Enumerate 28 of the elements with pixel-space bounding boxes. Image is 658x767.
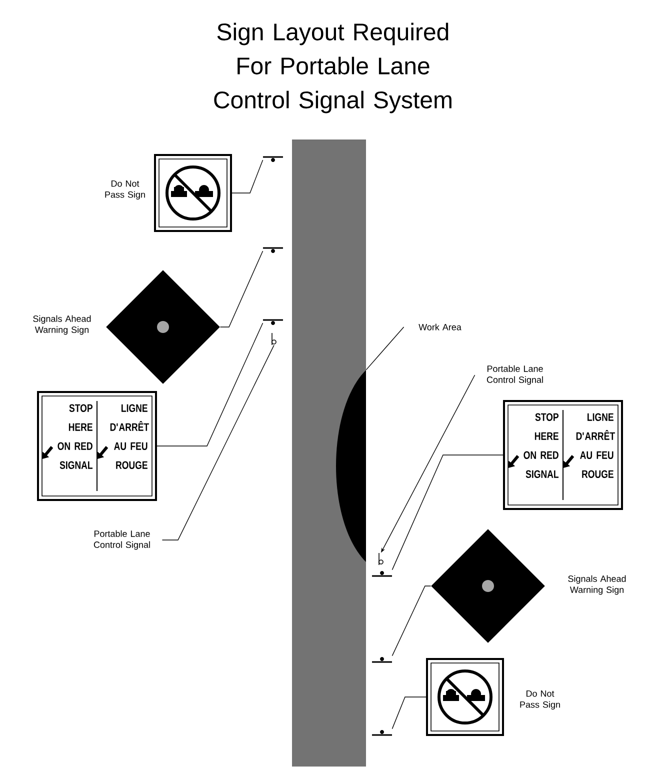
sign-post — [372, 657, 392, 663]
sign-post — [372, 571, 392, 577]
leader-line — [232, 160, 264, 194]
sign-label: Do Not Pass Sign — [520, 690, 560, 710]
sign-label: Signals Ahead Warning Sign — [33, 315, 91, 335]
leader-line — [162, 344, 274, 540]
callout-label: Work Area — [418, 324, 462, 330]
leader-line — [392, 454, 504, 570]
stop-line-sign: STOP HERE ON RED SIGNAL LIGNE D'ARRÊT AU FEU ROUGE — [37, 391, 157, 501]
sign-post — [263, 247, 283, 253]
signal-device — [378, 552, 384, 566]
sign-label: Signals Ahead Warning Sign — [568, 575, 626, 595]
callout-label: Portable Lane Control Signal — [94, 530, 150, 550]
leader-line — [392, 586, 432, 656]
work-area — [336, 370, 366, 562]
leader-line — [392, 696, 426, 730]
stop-line-sign: STOP HERE ON RED SIGNAL LIGNE D'ARRÊT AU FEU ROUGE — [503, 400, 623, 510]
sign-label: Do Not Pass Sign — [105, 180, 145, 200]
sign-post — [263, 156, 283, 162]
sign-post — [372, 730, 392, 736]
road — [292, 140, 366, 766]
sign-post — [263, 319, 283, 325]
signal-device — [272, 332, 276, 346]
title: Sign Layout Required For Portable Lane Control Signal System — [214, 22, 452, 114]
leader-line — [220, 250, 264, 328]
callout-label: Portable Lane Control Signal — [486, 365, 543, 385]
leader-line — [156, 322, 264, 446]
leader-line — [366, 326, 404, 370]
